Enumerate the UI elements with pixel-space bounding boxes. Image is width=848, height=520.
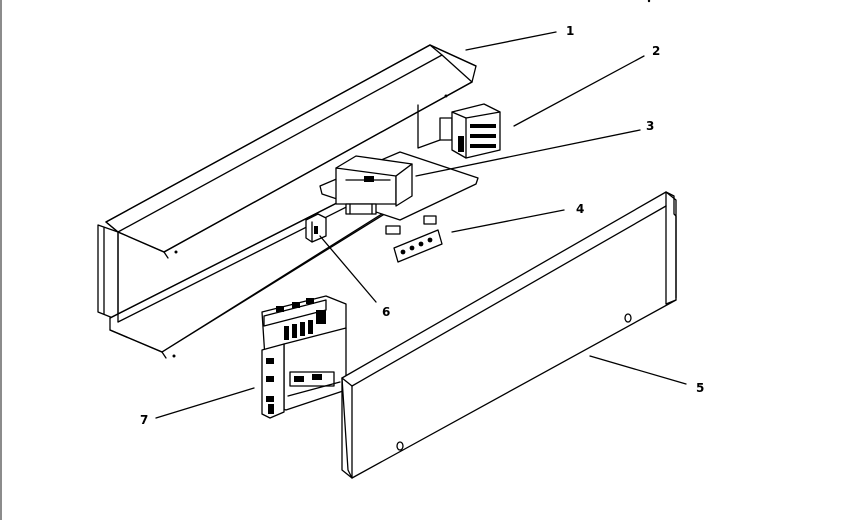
control-board xyxy=(261,295,347,419)
callout-7: 7 xyxy=(140,413,149,427)
leader-line-7 xyxy=(155,387,255,419)
callout-4: 4 xyxy=(576,202,585,216)
clip xyxy=(305,213,327,243)
transformer xyxy=(319,151,479,221)
leader-line-4 xyxy=(451,209,565,233)
terminal-block xyxy=(385,215,443,263)
leader-line-3 xyxy=(415,129,641,177)
relay xyxy=(439,103,501,159)
speck xyxy=(647,0,651,3)
leader-line-5 xyxy=(589,355,687,385)
callout-5: 5 xyxy=(696,381,705,395)
callout-3: 3 xyxy=(646,119,655,133)
callout-2: 2 xyxy=(652,44,661,58)
leader-line-2 xyxy=(513,55,645,127)
callout-1: 1 xyxy=(566,24,575,38)
callout-6: 6 xyxy=(382,305,391,319)
front-cover-panel xyxy=(341,191,677,479)
leader-line-1 xyxy=(465,31,557,51)
leader-line-6 xyxy=(319,235,377,303)
